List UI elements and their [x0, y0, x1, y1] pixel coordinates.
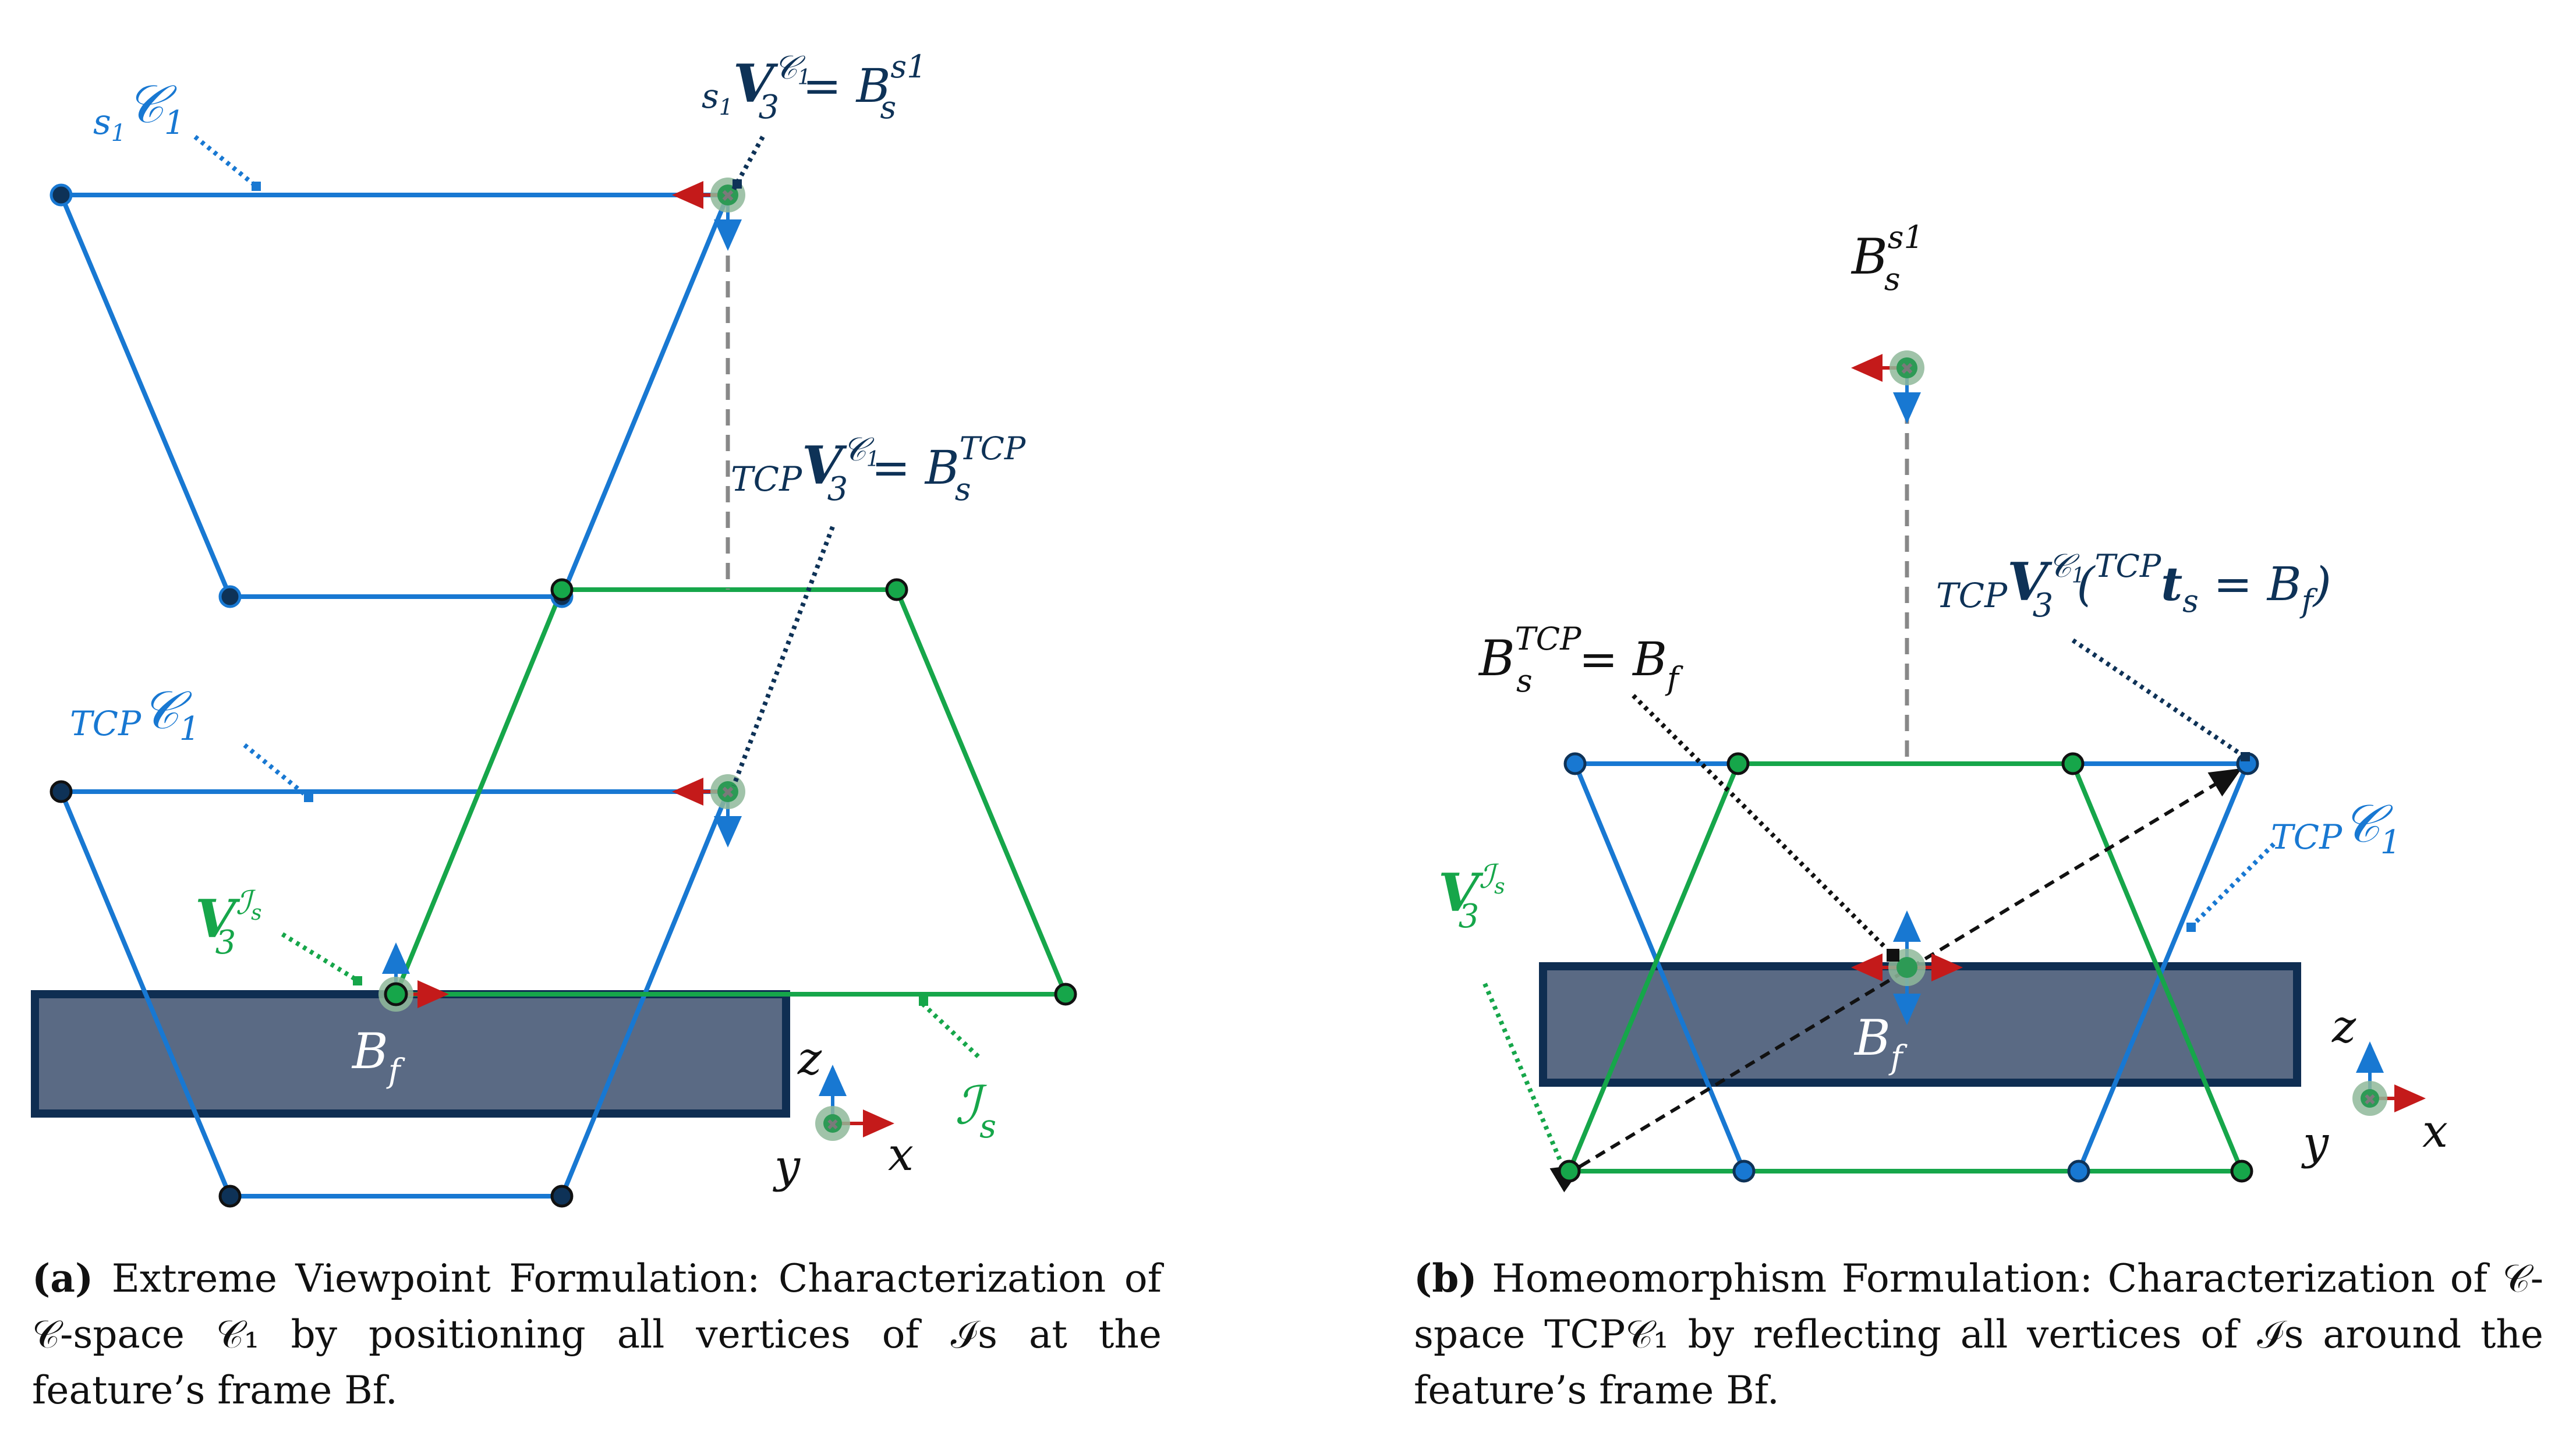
- svg-text:✖: ✖: [2363, 1091, 2376, 1109]
- axis-z-a: z: [797, 1033, 822, 1085]
- vertex: [2061, 752, 2085, 775]
- vertex: [2067, 1160, 2090, 1183]
- caption-a-text: Extreme Viewpoint Formulation: Character…: [32, 1256, 1162, 1413]
- svg-text:✖: ✖: [826, 1116, 839, 1134]
- label-s1-c1: s1𝒞1: [93, 74, 185, 147]
- label-tcp-c1-b: TCP𝒞1: [2271, 793, 2401, 861]
- caption-b: (b) Homeomorphism Formulation: Character…: [1414, 1250, 2543, 1419]
- caption-a-letter: (a): [32, 1256, 94, 1301]
- leader-is: [921, 1002, 980, 1058]
- leader-bs-tcp: [1632, 694, 1888, 951]
- leader-s1-c1: [193, 134, 258, 189]
- vertex: [550, 578, 574, 601]
- axis-frame-a: ✖: [815, 1065, 894, 1141]
- vertex: [49, 780, 73, 803]
- axis-x-b: x: [2422, 1105, 2448, 1158]
- leader-tcp-c1-b: [2191, 842, 2276, 927]
- frame-bf-b: [1851, 910, 1963, 1025]
- feature-bar-a: [31, 990, 790, 1118]
- vertices-a: [49, 183, 1077, 1208]
- vertices-b: [1558, 752, 2259, 1183]
- label-bf-a: Bf: [351, 1023, 406, 1090]
- leader-tcp-v3: [731, 526, 835, 787]
- vertex: [1563, 752, 1587, 775]
- vertex: [1558, 1160, 1581, 1183]
- vertex: [49, 183, 73, 207]
- vertex: [218, 1185, 242, 1208]
- svg-text:✖: ✖: [1900, 359, 1913, 378]
- axis-y-b: y: [2301, 1117, 2329, 1169]
- vertex: [2230, 1160, 2253, 1183]
- frame-bf-a: [378, 942, 449, 1012]
- svg-text:✖: ✖: [721, 783, 734, 802]
- axis-y-a: y: [773, 1140, 801, 1193]
- axis-x-a: x: [888, 1129, 914, 1181]
- leader-tcp-v3-b: [2071, 638, 2246, 759]
- vertex: [218, 585, 242, 608]
- label-tcp-c1-a: TCP𝒞1: [70, 680, 200, 748]
- axis-frame-b: ✖: [2352, 1041, 2426, 1116]
- axis-z-b: z: [2331, 1001, 2356, 1053]
- s1-c1-polygon: [57, 193, 731, 599]
- frame-tcp-v3: ✖: [672, 774, 745, 848]
- caption-b-letter: (b): [1414, 1256, 1477, 1301]
- reflection-arrow: [1549, 768, 2242, 1193]
- caption-b-text: Homeomorphism Formulation: Characterizat…: [1414, 1256, 2544, 1413]
- vertex: [550, 1185, 574, 1208]
- feature-bar-b: [1539, 962, 2301, 1087]
- vertex: [1054, 983, 1077, 1006]
- leader-v3-is-a: [281, 932, 360, 983]
- panel-a: ✖ ✖ ✖: [31, 48, 1077, 1208]
- vertex: [1726, 752, 1750, 775]
- label-is: ℐs: [955, 1075, 996, 1146]
- svg-text:✖: ✖: [721, 186, 734, 205]
- frame-bs-s1: ✖: [1851, 350, 1924, 424]
- vertex: [885, 578, 908, 601]
- vertex: [1732, 1160, 1756, 1183]
- leader-tcp-c1-a: [243, 743, 310, 800]
- caption-a: (a) Extreme Viewpoint Formulation: Chara…: [32, 1250, 1162, 1419]
